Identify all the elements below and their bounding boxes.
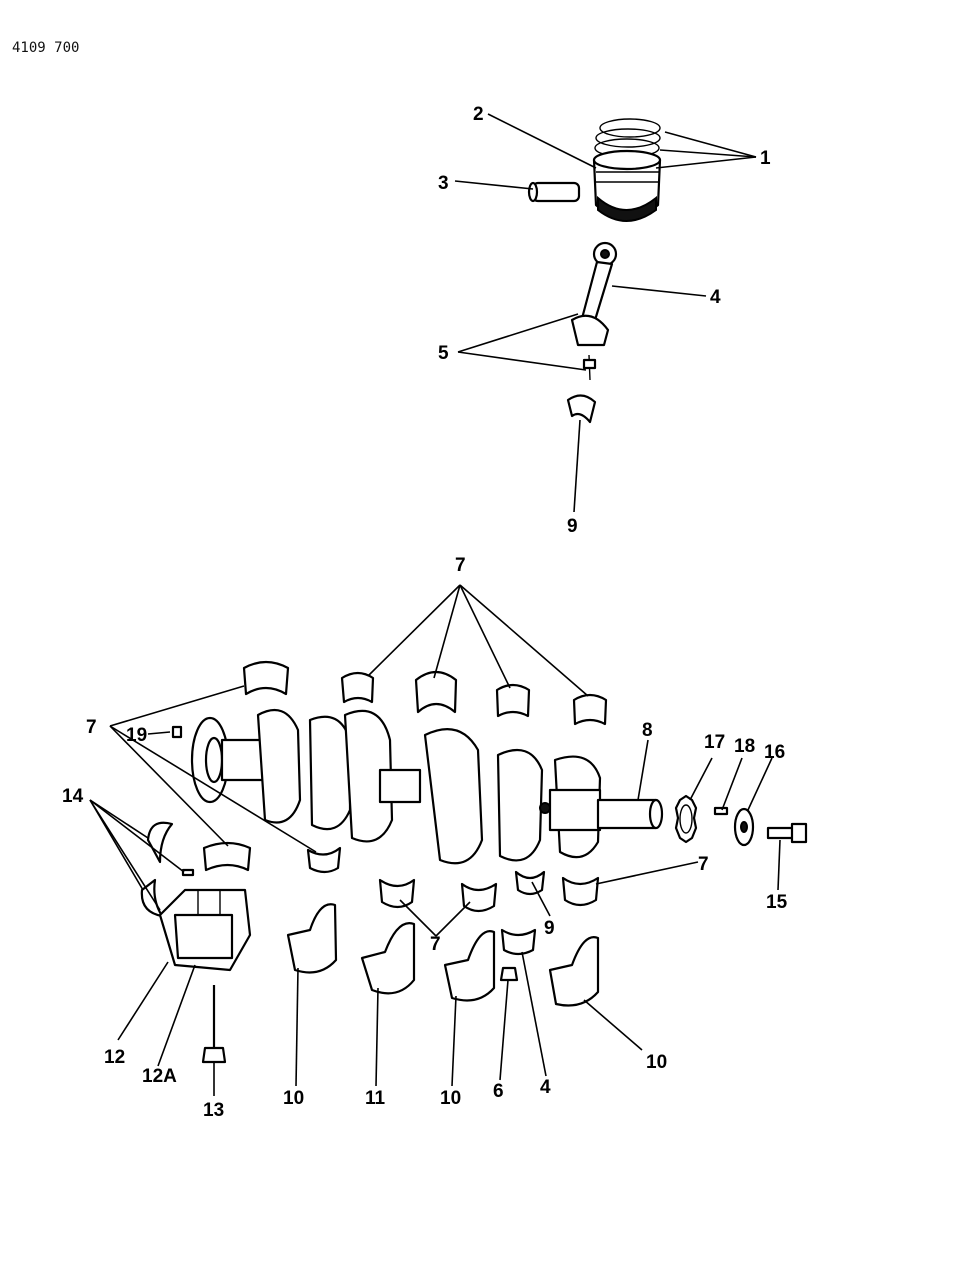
callout-7-right: 7: [698, 854, 709, 875]
lower-bearing-shells: [202, 841, 600, 956]
callout-8: 8: [642, 720, 653, 741]
callout-1: 1: [760, 148, 771, 169]
callout-3: 3: [438, 173, 449, 194]
dowel-pin: [171, 725, 183, 739]
callout-19: 19: [126, 725, 147, 746]
callout-13: 13: [203, 1100, 224, 1121]
leader-lines: [89, 113, 781, 1096]
callout-7-left: 7: [86, 717, 97, 738]
callout-15: 15: [766, 892, 788, 913]
callout-2: 2: [473, 104, 484, 125]
washer: [733, 807, 755, 847]
callout-10-left: 10: [283, 1088, 304, 1109]
piston-pin: [527, 181, 581, 203]
callout-9-bottom: 9: [544, 918, 555, 939]
callout-16: 16: [764, 742, 785, 763]
callout-7-middle: 7: [430, 934, 441, 955]
callout-10-middle: 10: [440, 1088, 461, 1109]
connecting-rod-nut: [499, 966, 519, 982]
main-cap-bolt: [201, 985, 227, 1064]
callout-18: 18: [734, 736, 755, 757]
callout-12a: 12A: [142, 1066, 177, 1087]
document-id: 4109 700: [12, 40, 80, 56]
crankshaft-sprocket: [674, 794, 698, 844]
callout-12: 12: [104, 1047, 125, 1068]
callout-6: 6: [493, 1081, 504, 1102]
callout-9-top: 9: [567, 516, 578, 537]
crank-bolt: [766, 822, 808, 844]
piston: [592, 149, 662, 222]
callout-10-right: 10: [646, 1052, 667, 1073]
rear-main-cap: [158, 888, 252, 972]
callout-14: 14: [62, 786, 84, 807]
callout-11: 11: [365, 1088, 386, 1109]
callout-7-top: 7: [455, 555, 466, 576]
callout-4: 4: [710, 287, 721, 308]
woodruff-key: [713, 806, 729, 816]
main-bearing-caps: [286, 903, 600, 1007]
crankshaft: [190, 708, 664, 865]
connecting-rod: [570, 241, 618, 347]
upper-bearing-shells: [242, 660, 608, 726]
callout-5: 5: [438, 343, 449, 364]
callout-labels: 2 1 3 4 5 9 7 7 19 14 8 17 18 16 7 15 9 …: [62, 104, 788, 1121]
callout-4-bottom: 4: [540, 1077, 551, 1098]
rod-bolt-nut: [582, 354, 597, 381]
callout-17: 17: [704, 732, 725, 753]
rod-bearing-insert: [566, 394, 597, 424]
